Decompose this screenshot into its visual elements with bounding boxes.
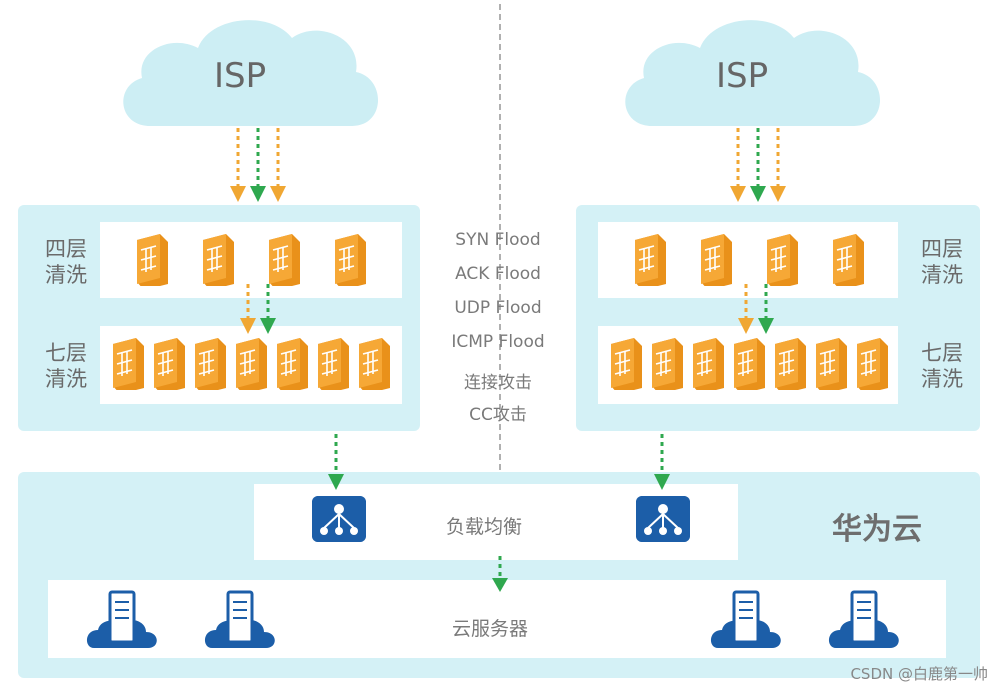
firewall-icon <box>202 234 234 286</box>
firewall-icon <box>832 234 864 286</box>
right-isp-cloud <box>625 20 881 126</box>
left-isp-label: ISP <box>214 56 267 96</box>
attack-udp-flood: UDP Flood <box>454 298 542 318</box>
right-isp-label: ISP <box>716 56 769 96</box>
left-l7-label: 七层清洗 <box>45 341 87 391</box>
load-balancer-icon <box>312 496 366 542</box>
firewall-icon <box>136 234 168 286</box>
attack-ack-flood: ACK Flood <box>455 264 541 284</box>
firewall-icon <box>358 338 390 390</box>
left-isp-cloud <box>123 20 379 126</box>
attack-cc: CC攻击 <box>469 405 527 425</box>
firewall-icon <box>815 338 847 390</box>
left-l4-label: 四层清洗 <box>45 237 87 287</box>
firewall-icon <box>651 338 683 390</box>
left-l4-l7-arrows <box>240 284 276 334</box>
cloud-servers-label: 云服务器 <box>452 618 529 640</box>
right-isp-arrows <box>730 128 786 202</box>
right-l7-label: 七层清洗 <box>921 341 963 391</box>
firewall-icon <box>634 234 666 286</box>
right-l4-label: 四层清洗 <box>921 237 963 287</box>
server-icon <box>203 590 277 650</box>
firewall-icon <box>153 338 185 390</box>
firewall-icon <box>856 338 888 390</box>
watermark: CSDN @白鹿第一帅 <box>850 665 988 683</box>
firewall-icon <box>700 234 732 286</box>
left-to-lb-arrow <box>328 434 344 490</box>
load-balancer-label: 负载均衡 <box>446 516 523 538</box>
firewall-icon <box>733 338 765 390</box>
attack-icmp-flood: ICMP Flood <box>451 332 545 352</box>
firewall-icon <box>334 234 366 286</box>
firewall-icon <box>317 338 349 390</box>
server-icon <box>827 590 901 650</box>
firewall-icon <box>276 338 308 390</box>
load-balancer-icon <box>636 496 690 542</box>
firewall-icon <box>774 338 806 390</box>
server-row <box>48 580 946 658</box>
right-to-lb-arrow <box>654 434 670 490</box>
attack-connection: 连接攻击 <box>464 373 532 393</box>
lb-to-servers-arrow <box>492 556 508 592</box>
attack-syn-flood: SYN Flood <box>455 230 541 250</box>
firewall-icon <box>112 338 144 390</box>
left-isp-arrows <box>230 128 286 202</box>
right-l4-l7-arrows <box>738 284 774 334</box>
server-icon <box>85 590 159 650</box>
huawei-cloud-title: 华为云 <box>832 512 922 547</box>
firewall-icon <box>692 338 724 390</box>
firewall-icon <box>610 338 642 390</box>
firewall-icon <box>766 234 798 286</box>
server-icon <box>709 590 783 650</box>
firewall-icon <box>194 338 226 390</box>
center-divider <box>499 4 501 470</box>
firewall-icon <box>268 234 300 286</box>
firewall-icon <box>235 338 267 390</box>
